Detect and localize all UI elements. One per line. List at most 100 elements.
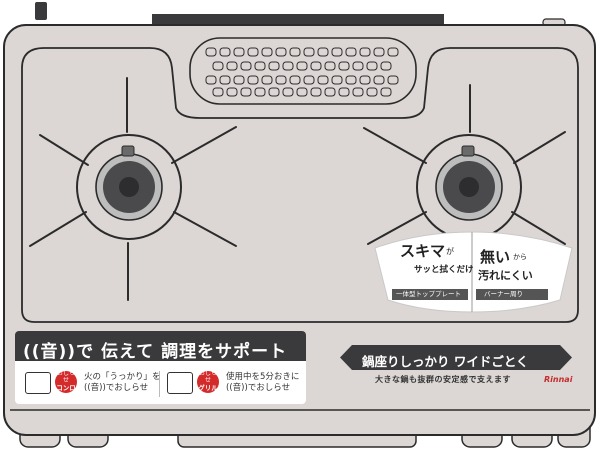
- vent-slot: [240, 61, 252, 71]
- right-igniter: [461, 145, 475, 157]
- vent-slot: [212, 61, 224, 71]
- vent-slot: [233, 47, 245, 57]
- right-burner-center: [459, 177, 479, 197]
- vent-slot: [254, 87, 266, 97]
- vent-slot: [268, 61, 280, 71]
- vent-slot: [261, 47, 273, 57]
- vent-slot: [261, 75, 273, 85]
- sticker-left-caption-bar: [392, 289, 468, 300]
- grill-notice-badge: おしらせ グリル: [197, 370, 219, 393]
- vent-slot: [380, 61, 392, 71]
- vent-slot: [324, 61, 336, 71]
- konro-notice-badge: おしらせ コンロ: [55, 370, 77, 393]
- grill-badge-line1: おしらせ: [198, 370, 217, 385]
- vent-slot: [331, 47, 343, 57]
- vent-slot: [345, 75, 357, 85]
- vent-slot: [247, 75, 259, 85]
- left-grate-ring: [76, 134, 182, 240]
- grill-notice-text: 使用中を5分おきに ((音))でおしらせ: [226, 372, 299, 393]
- vent-slot: [352, 61, 364, 71]
- left-grate-arm-2: [39, 134, 89, 166]
- brand-logo: Rinnai: [544, 375, 573, 384]
- sticker-left-sub: サッと拭くだけ: [414, 265, 474, 275]
- vent-slot: [212, 87, 224, 97]
- vent-slot: [275, 75, 287, 85]
- vent-slot: [289, 75, 301, 85]
- vent-slot: [247, 47, 259, 57]
- vent-slot: [331, 75, 343, 85]
- grill-badge-line2: グリル: [198, 384, 218, 393]
- vent-slot: [387, 47, 399, 57]
- vent-slot: [219, 75, 231, 85]
- left-igniter: [121, 145, 135, 157]
- left-grate-arm-4: [29, 211, 87, 247]
- left-grate-arm-3: [171, 126, 237, 164]
- vent-slot: [275, 47, 287, 57]
- panel-divider: [159, 371, 160, 397]
- konro-text-line1: 火の「うっかり」を: [84, 372, 161, 382]
- konro-notice-text: 火の「うっかり」を ((音))でおしらせ: [84, 372, 161, 393]
- konro-badge-line1: おしらせ: [56, 370, 75, 385]
- vent-slot: [387, 75, 399, 85]
- right-grate-arm-5: [511, 211, 566, 245]
- vent-slot: [338, 61, 350, 71]
- sticker-left-caption: 一体型トッププレート: [396, 290, 461, 298]
- vent-slot: [282, 61, 294, 71]
- vent-slot: [310, 87, 322, 97]
- vent-slot: [324, 87, 336, 97]
- konro-badge-line2: コンロ: [56, 384, 76, 393]
- vent-slot: [240, 87, 252, 97]
- sticker-right-caption: バーナー周り: [484, 290, 523, 298]
- left-grate-arm-5: [173, 211, 237, 247]
- vent-slot: [296, 61, 308, 71]
- vent-slot: [303, 47, 315, 57]
- vent-slot: [345, 47, 357, 57]
- vent-slot: [303, 75, 315, 85]
- vent-slot: [359, 75, 371, 85]
- vent-slot: [352, 87, 364, 97]
- sticker-right-caption-bar: [476, 289, 548, 300]
- vent-slot: [338, 87, 350, 97]
- sticker-left-particle: が: [446, 247, 454, 256]
- sound-support-panel: ((音))で 伝えて 調理をサポート おしらせ コンロ 火の「うっかり」を ((…: [15, 331, 306, 404]
- vent-slot: [317, 75, 329, 85]
- vent-slot: [233, 75, 245, 85]
- sticker-right-particle: から: [513, 253, 527, 261]
- vent-slot: [254, 61, 266, 71]
- right-grate-arm-2: [363, 127, 427, 164]
- vent-slot: [219, 47, 231, 57]
- konro-text-line2: ((音))でおしらせ: [84, 382, 149, 393]
- back-plate: [152, 14, 444, 26]
- wide-trivet-text: 鍋座りしっかり ワイドごとく: [362, 354, 529, 369]
- vent-slot: [268, 87, 280, 97]
- sound-support-header: ((音))で 伝えて 調理をサポート: [15, 331, 306, 362]
- left-burner-center: [119, 177, 139, 197]
- stove-icon: [25, 372, 51, 394]
- vent-slot: [282, 87, 294, 97]
- vent-slot: [373, 75, 385, 85]
- vent-slot: [226, 61, 238, 71]
- vent-slot: [359, 47, 371, 57]
- grill-text-line1: 使用中を5分おきに: [226, 372, 300, 382]
- sticker-right-big1: 無い: [480, 248, 511, 266]
- wide-trivet-subtext: 大きな鍋も抜群の安定感で支えます: [375, 375, 511, 384]
- right-grate-arm-4: [367, 211, 427, 245]
- vent-slot: [289, 47, 301, 57]
- vent-slot: [310, 61, 322, 71]
- sticker-left-big: スキマ: [400, 242, 446, 260]
- right-grate-arm-3: [513, 131, 566, 164]
- vent-slot: [296, 87, 308, 97]
- vent-slot: [380, 87, 392, 97]
- vent-slot: [317, 47, 329, 57]
- grill-icon: [167, 372, 193, 394]
- grill-text-line2: ((音))でおしらせ: [226, 382, 291, 393]
- wide-trivet-badge: 鍋座りしっかり ワイドごとく: [340, 345, 572, 370]
- vent-slot: [366, 87, 378, 97]
- vent-slot: [366, 61, 378, 71]
- back-connector: [35, 2, 47, 20]
- sound-support-title: ((音))で 伝えて 調理をサポート: [23, 342, 288, 362]
- vent-slot: [226, 87, 238, 97]
- sticker-right-big2: 汚れにくい: [478, 269, 533, 282]
- vent-slot: [205, 47, 217, 57]
